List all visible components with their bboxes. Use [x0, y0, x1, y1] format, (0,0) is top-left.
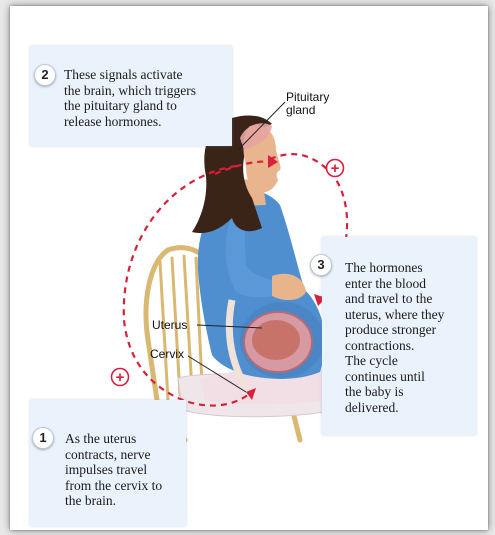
step-number: 2 [34, 64, 56, 86]
step-3-box: 3 The hormones enter the blood and trave… [322, 237, 476, 435]
svg-text:+: + [331, 160, 340, 177]
step-1-box: 1 As the uterus contracts, nerve impulse… [30, 400, 186, 526]
fetus [252, 320, 300, 360]
step-number: 1 [32, 427, 54, 449]
step-2-box: 2 These signals activate the brain, whic… [30, 46, 232, 146]
step-2-text: These signals activate the brain, which … [64, 67, 196, 129]
uterus-label: Uterus [152, 319, 187, 332]
step-1-text: As the uterus contracts, nerve impulses … [65, 431, 162, 509]
pituitary-label: Pituitary gland [286, 91, 329, 117]
step-number: 3 [310, 254, 332, 276]
svg-text:+: + [116, 369, 125, 386]
cervix-label: Cervix [150, 348, 184, 361]
plus-icon-bottom: + [112, 369, 129, 387]
step-3-text: The hormones enter the blood and travel … [345, 260, 444, 415]
plus-icon-top: + [327, 160, 344, 178]
